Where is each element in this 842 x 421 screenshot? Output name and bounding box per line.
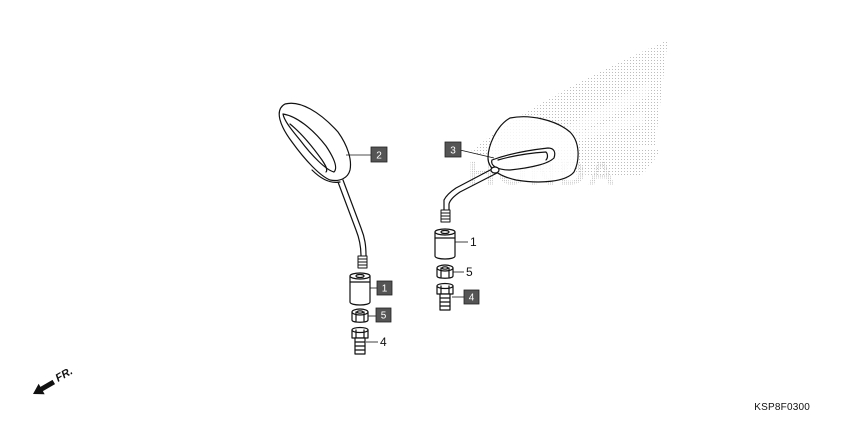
left-bolt xyxy=(351,326,369,355)
right-mirror-lens xyxy=(491,147,556,171)
svg-text:5: 5 xyxy=(381,311,387,322)
right-stem-thread xyxy=(440,209,451,223)
left-stem-thread xyxy=(357,255,368,269)
right-mirror-assembly xyxy=(434,116,579,311)
left-adapter xyxy=(349,272,371,306)
left-nut xyxy=(351,308,369,323)
callout-right-bolt: 4 xyxy=(463,289,480,305)
callout-left-adapter: 1 xyxy=(376,280,393,296)
front-label: FR. xyxy=(54,365,75,384)
left-mirror-housing xyxy=(278,102,352,182)
front-direction-indicator: FR. xyxy=(33,365,75,395)
left-mirror-assembly xyxy=(278,102,371,355)
svg-text:1: 1 xyxy=(382,284,388,295)
left-mirror-stem xyxy=(337,181,362,257)
right-bolt xyxy=(436,282,454,311)
callout-left-mirror: 2 xyxy=(370,146,388,163)
callout-left-nut: 5 xyxy=(375,307,392,323)
right-mirror-stem xyxy=(443,167,495,213)
callout-right-mirror: 3 xyxy=(444,141,462,158)
svg-text:3: 3 xyxy=(450,146,456,157)
callout-right-adapter: 1 xyxy=(470,235,477,249)
callout-right-nut: 5 xyxy=(466,265,473,279)
svg-text:2: 2 xyxy=(376,151,382,162)
callout-left-bolt: 4 xyxy=(380,335,387,349)
svg-text:4: 4 xyxy=(469,293,475,304)
right-nut xyxy=(436,264,454,279)
arrow-down-left-icon xyxy=(33,379,56,395)
right-adapter xyxy=(434,228,456,260)
left-mirror-inner-rim xyxy=(282,113,337,173)
leader-lines xyxy=(346,149,495,343)
reference-code: KSP8F0300 xyxy=(754,402,810,413)
